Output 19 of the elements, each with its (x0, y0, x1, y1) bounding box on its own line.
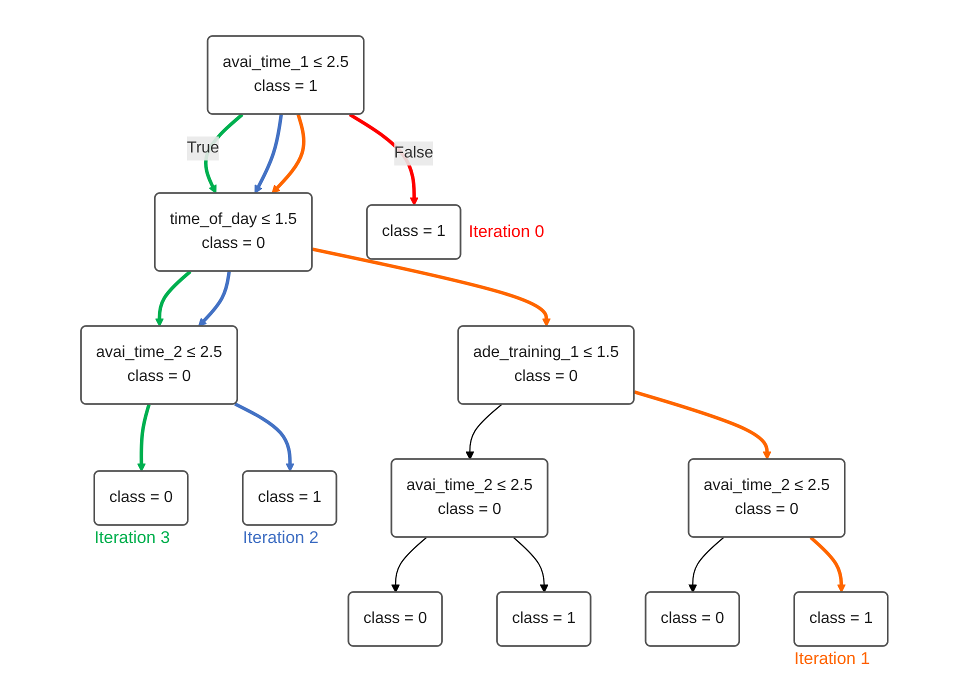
arrow (391, 536, 427, 592)
iteration-label: Iteration 1 (794, 650, 870, 668)
edge-label: True (187, 138, 220, 156)
edge-label: False (394, 144, 434, 161)
arrow (513, 536, 549, 592)
arrow (198, 270, 231, 326)
arrow (234, 402, 295, 472)
arrow (466, 404, 502, 460)
iteration-label: Iteration 3 (94, 528, 170, 548)
arrow (810, 536, 846, 592)
arrow (688, 536, 724, 592)
arrow (634, 390, 772, 460)
iteration-label: Iteration 0 (468, 222, 544, 242)
iteration-label: Iteration 2 (242, 528, 319, 548)
arrow (272, 114, 306, 194)
arrow (254, 114, 284, 194)
arrow (155, 270, 192, 326)
arrow (137, 404, 151, 472)
arrow (312, 247, 551, 326)
